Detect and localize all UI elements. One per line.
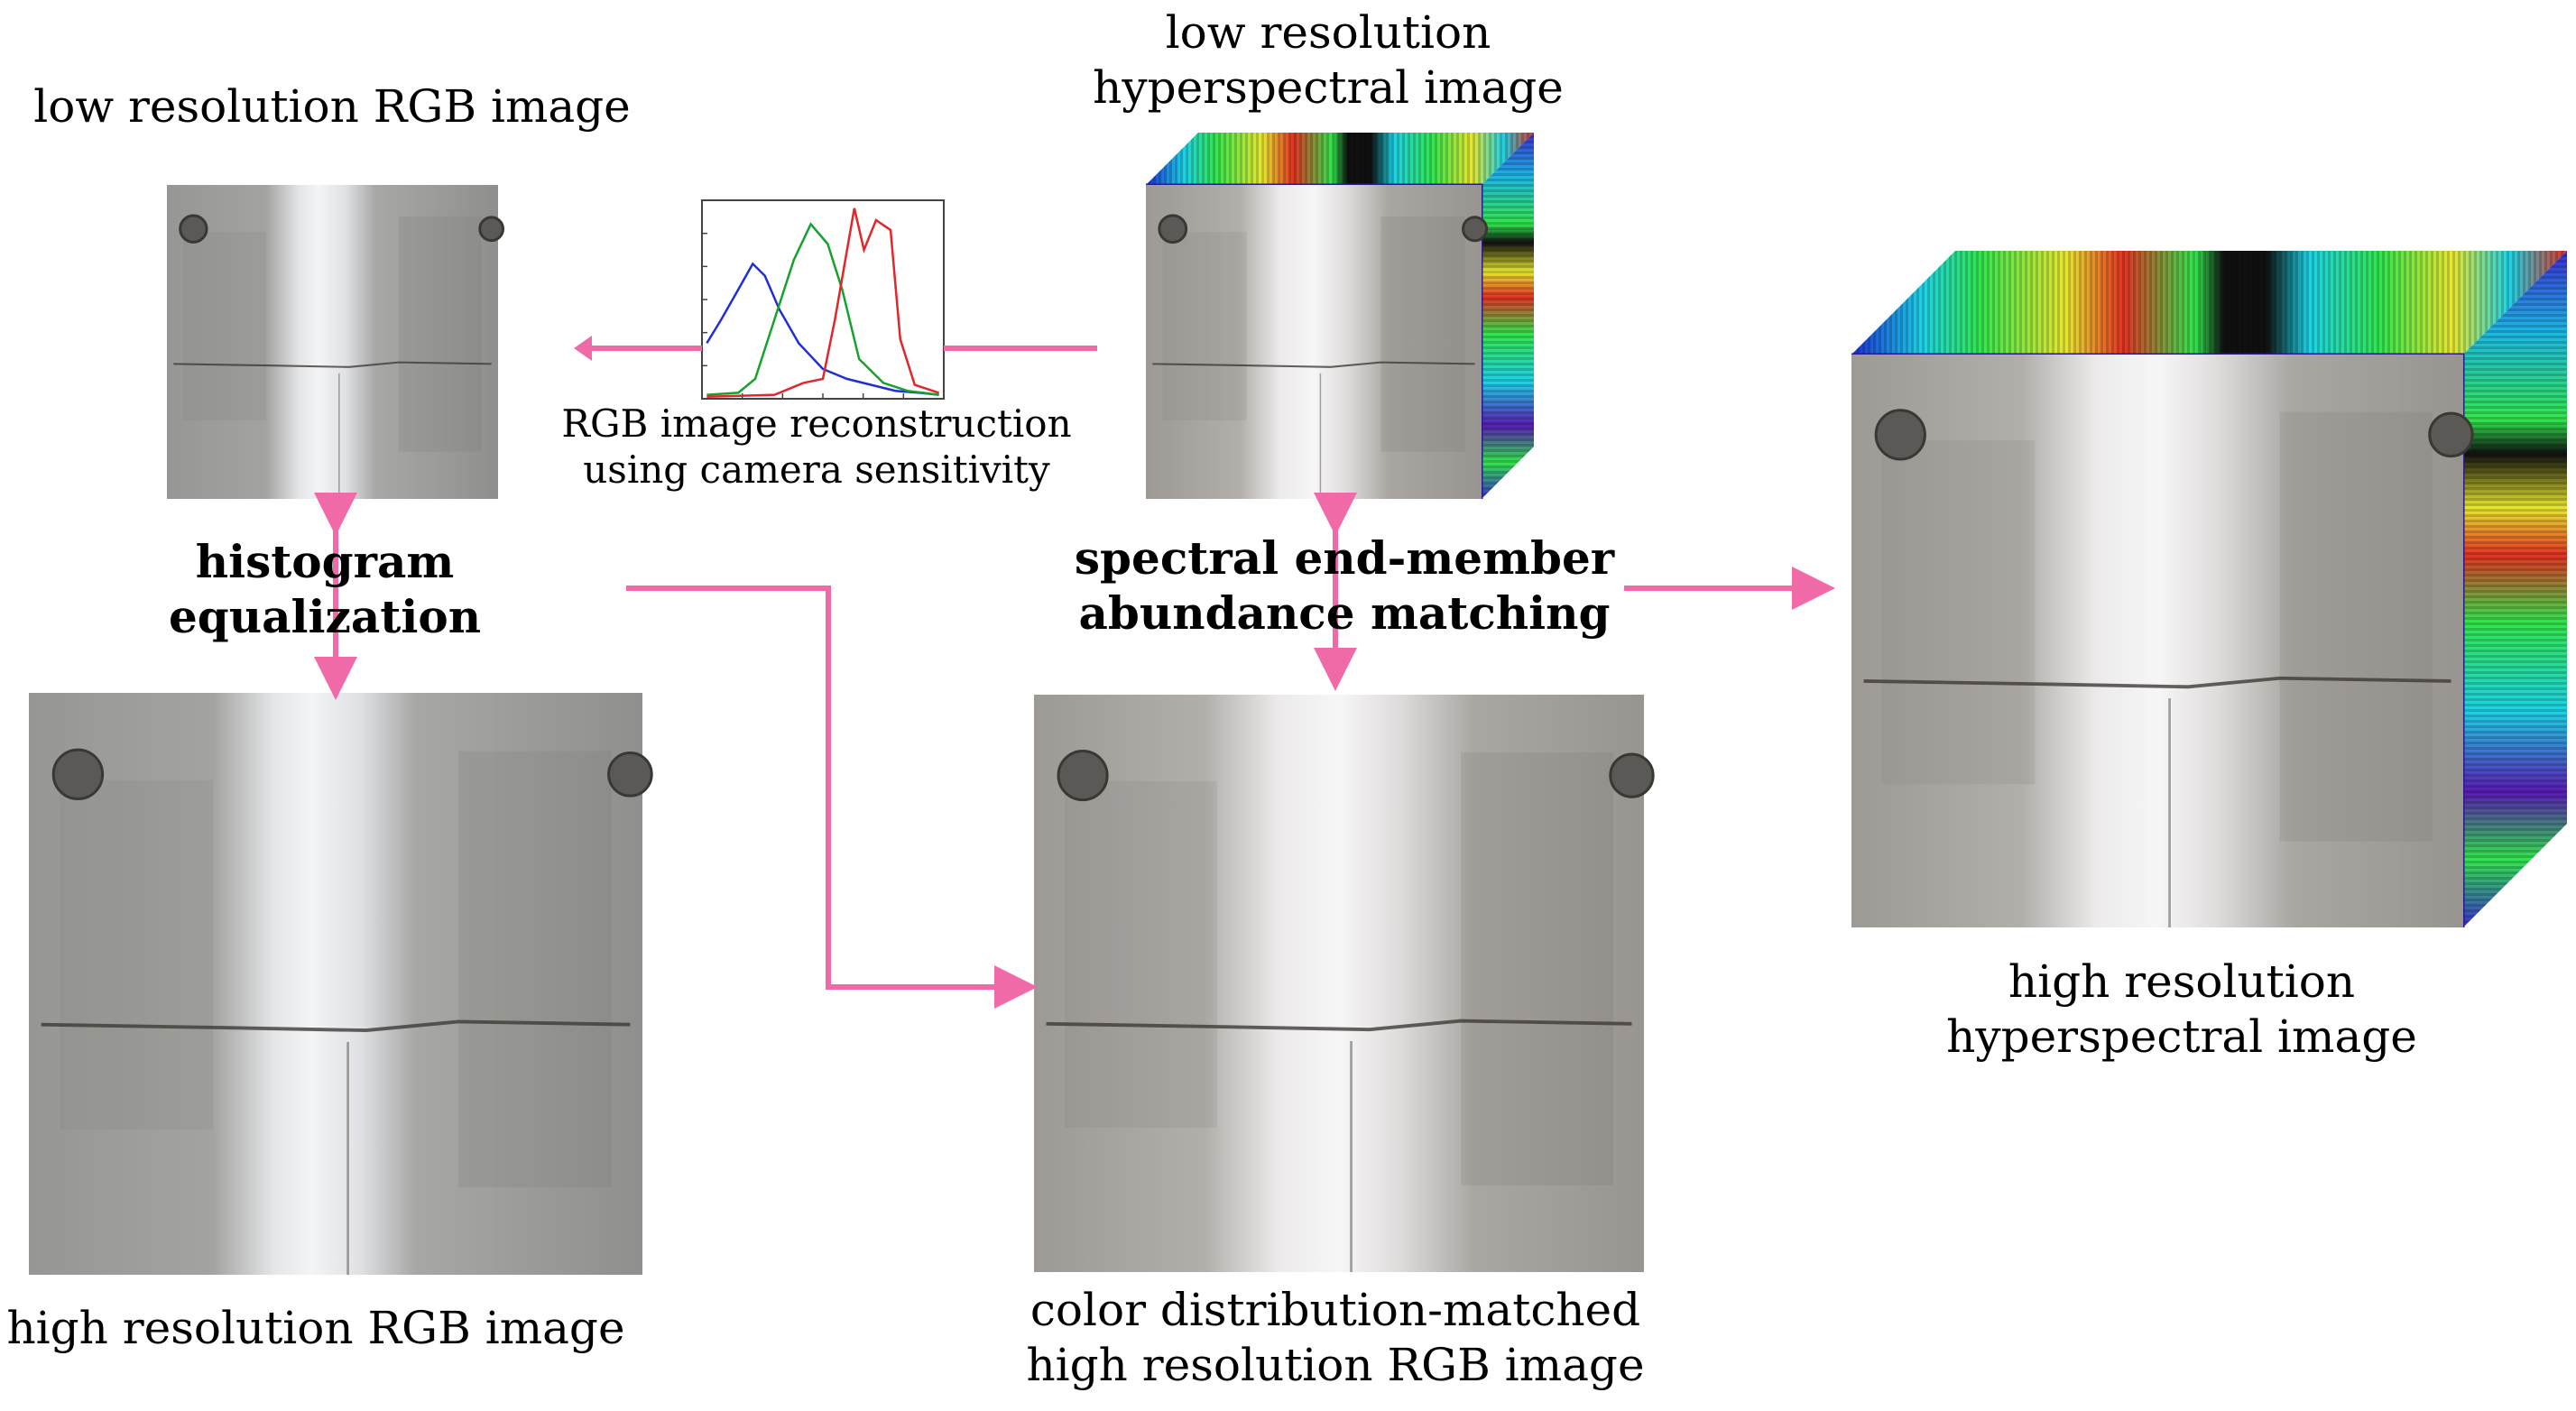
blue-sensitivity-curve xyxy=(706,262,939,396)
matched-rgb-image-horizontal-crack xyxy=(1046,1019,1632,1032)
matched-rgb-image-bolt-hole-left xyxy=(1057,750,1109,802)
low-res-rgb-image-bolt-hole-left xyxy=(179,214,208,244)
high-res-rgb-image-shade-left xyxy=(60,779,213,1130)
high-res-hyperspectral-cube xyxy=(1851,251,2567,927)
high-res-rgb-image-surface xyxy=(29,693,642,1275)
high-res-hyperspectral-cube-front-face-shade-left xyxy=(1881,440,2036,785)
low-res-hyperspectral-cube-front-face-bolt-hole-left xyxy=(1158,214,1188,244)
low-res-hsi-label: low resolution hyperspectral image xyxy=(1093,6,1564,114)
matched-rgb-image-bolt-hole-right xyxy=(1609,752,1655,798)
high-res-hyperspectral-cube-front-face xyxy=(1851,355,2474,927)
high-res-hyperspectral-cube-top-texture xyxy=(1851,251,2567,355)
low-res-hyperspectral-cube-top-texture xyxy=(1146,133,1534,185)
high-res-rgb-image-bolt-hole-right xyxy=(607,752,653,798)
sensitivity-chart-frame xyxy=(701,199,945,400)
low-res-hyperspectral-cube-front-face-shade-left xyxy=(1162,232,1247,420)
high-res-hsi-label: high resolution hyperspectral image xyxy=(1946,955,2417,1063)
low-res-rgb-label: low resolution RGB image xyxy=(33,80,631,133)
matched-rgb-image-surface xyxy=(1034,695,1644,1272)
low-res-hyperspectral-cube-side-texture xyxy=(1482,133,1534,499)
low-res-rgb-image-surface xyxy=(167,185,498,499)
high-res-rgb-label: high resolution RGB image xyxy=(6,1302,625,1354)
high-res-rgb-image-shade-right xyxy=(458,751,612,1188)
high-res-hyperspectral-cube-front-face-horizontal-crack xyxy=(1863,676,2451,689)
high-res-hyperspectral-cube-front-face-shade-right xyxy=(2279,411,2433,842)
low-res-rgb-image-bolt-hole-right xyxy=(478,216,505,243)
reconstruction-label: RGB image reconstruction using camera se… xyxy=(561,401,1072,493)
red-sensitivity-curve xyxy=(706,208,940,399)
histogram-equalization-label: histogram equalization xyxy=(168,535,482,643)
matched-rgb-image xyxy=(1034,695,1655,1272)
high-res-rgb-image-horizontal-crack xyxy=(41,1019,631,1033)
low-res-hyperspectral-cube-front-face-shade-right xyxy=(1380,216,1465,452)
matched-rgb-image-shade-left xyxy=(1064,781,1217,1128)
high-res-rgb-image xyxy=(29,693,653,1275)
green-sensitivity-curve xyxy=(706,222,939,396)
spectral-matching-label: spectral end-member abundance matching xyxy=(1074,531,1615,640)
low-res-hyperspectral-cube-front-face xyxy=(1146,185,1489,499)
high-res-rgb-image-bolt-hole-left xyxy=(51,748,105,800)
matching-elbow-arrow xyxy=(626,586,1038,1009)
matched-rgb-image-shade-right xyxy=(1461,752,1614,1185)
low-res-rgb-image xyxy=(167,185,505,499)
matched-rgb-label: color distribution-matched high resoluti… xyxy=(1026,1284,1645,1391)
high-res-hyperspectral-cube-front-face-surface xyxy=(1851,355,2463,927)
low-res-rgb-image-shade-left xyxy=(183,232,267,420)
low-res-hyperspectral-cube-front-face-horizontal-crack xyxy=(1152,361,1475,368)
high-res-hyperspectral-cube-side-texture xyxy=(2463,251,2567,927)
camera-sensitivity-chart xyxy=(701,199,945,400)
low-res-hyperspectral-cube-front-face-bolt-hole-right xyxy=(1462,216,1489,243)
high-res-hyperspectral-cube-front-face-bolt-hole-left xyxy=(1874,409,1926,461)
low-res-rgb-image-horizontal-crack xyxy=(173,361,492,368)
reconstruction-arrow-head xyxy=(574,336,592,361)
low-res-rgb-image-shade-right xyxy=(398,216,482,452)
low-res-hyperspectral-cube-front-face-surface xyxy=(1146,185,1482,499)
high-res-hyperspectral-cube-front-face-bolt-hole-right xyxy=(2428,411,2474,458)
